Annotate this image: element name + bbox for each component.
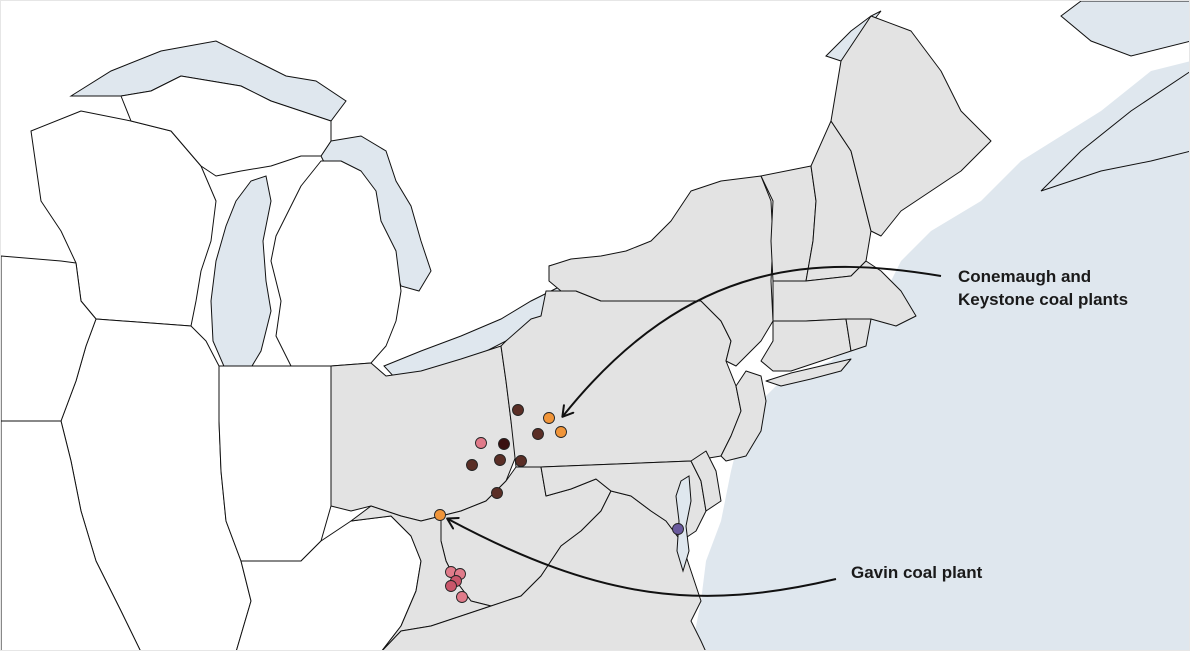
plant-pink-oh bbox=[475, 437, 487, 449]
state-connecticut bbox=[760, 318, 852, 372]
plant-markers bbox=[434, 404, 684, 603]
state-new-york bbox=[548, 175, 774, 367]
plant-brown-4 bbox=[466, 459, 478, 471]
plant-keystone bbox=[555, 426, 567, 438]
long-island bbox=[765, 358, 852, 387]
plant-pink-ky-5 bbox=[456, 591, 468, 603]
lake-michigan bbox=[210, 175, 272, 377]
state-michigan-upper bbox=[120, 75, 332, 177]
gavin-label: Gavin coal plant bbox=[851, 563, 983, 582]
state-new-jersey bbox=[720, 370, 767, 462]
plant-brown-1 bbox=[512, 404, 524, 416]
plant-gavin bbox=[434, 509, 446, 521]
plant-darkest-oh bbox=[498, 438, 510, 450]
gulf-st-lawrence bbox=[1060, 1, 1189, 57]
conemaugh-label: Conemaugh and Keystone coal plants bbox=[958, 265, 1128, 311]
chesapeake-bay bbox=[675, 475, 692, 573]
state-pennsylvania bbox=[500, 290, 742, 468]
state-rhode-island bbox=[845, 318, 872, 352]
plant-conemaugh bbox=[543, 412, 555, 424]
conemaugh-label-line2: Keystone coal plants bbox=[958, 290, 1129, 309]
atlantic-ocean bbox=[691, 61, 1189, 650]
state-michigan-lower bbox=[270, 160, 402, 367]
state-ohio bbox=[330, 345, 517, 522]
plant-brown-5 bbox=[515, 455, 527, 467]
plant-purple-md bbox=[672, 523, 684, 535]
gavin-arrow bbox=[446, 516, 837, 597]
state-maine bbox=[830, 15, 992, 237]
plant-brown-2 bbox=[532, 428, 544, 440]
state-indiana bbox=[218, 365, 332, 562]
state-delaware bbox=[690, 450, 722, 512]
plant-pink-ky-4 bbox=[445, 580, 457, 592]
conemaugh-label-line1: Conemaugh and bbox=[958, 267, 1092, 286]
bay-northeast bbox=[1040, 71, 1189, 192]
conemaugh-arrow bbox=[561, 265, 942, 418]
plant-brown-3 bbox=[494, 454, 506, 466]
state-missouri-edge bbox=[1, 420, 141, 650]
plant-brown-6 bbox=[491, 487, 503, 499]
